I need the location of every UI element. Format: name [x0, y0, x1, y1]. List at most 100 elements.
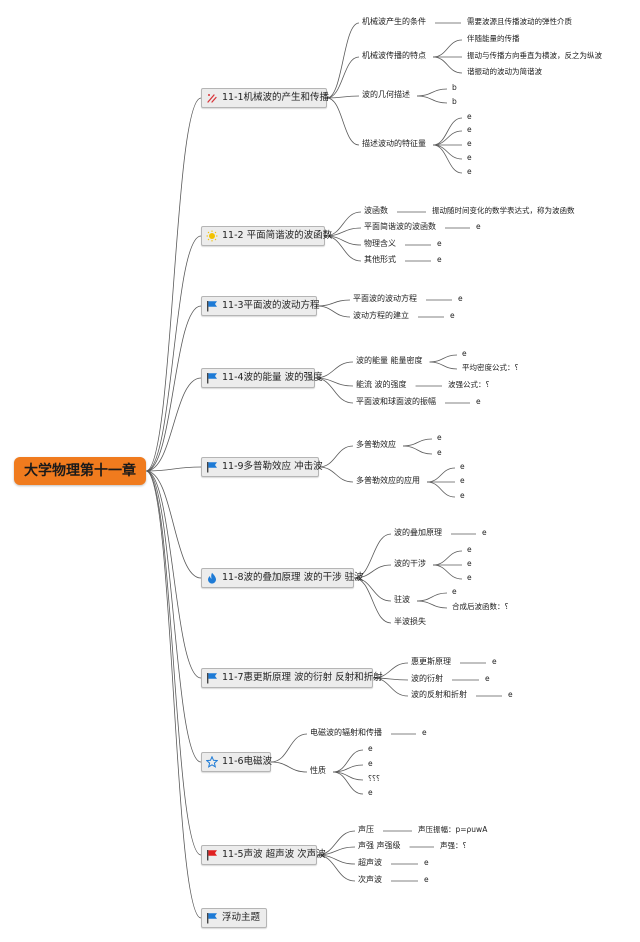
leaf-t5c2-0[interactable]: e	[460, 462, 465, 471]
leaf-t5c2-1[interactable]: e	[460, 476, 465, 485]
subtopic-t7c3[interactable]: 波的反射和折射	[411, 690, 467, 699]
leaf-t9c3-0[interactable]: e	[424, 858, 429, 867]
subtopic-t1c1[interactable]: 机械波产生的条件	[362, 17, 426, 26]
topic-t6[interactable]: 11-8波的叠加原理 波的干涉 驻波	[201, 568, 364, 588]
topic-label: 11-3平面波的波动方程	[222, 300, 320, 311]
topic-label: 11-2 平面简谐波的波函数	[222, 230, 333, 241]
star-icon	[205, 755, 219, 768]
leaf-t7c1-0[interactable]: e	[492, 657, 497, 666]
leaf-t6c3-1[interactable]: 合成后波函数：⸮	[452, 602, 509, 611]
leaf-t2c3-0[interactable]: e	[437, 239, 442, 248]
topic-label: 11-4波的能量 波的强度	[222, 372, 323, 383]
topic-t7[interactable]: 11-7惠更斯原理 波的衍射 反射和折射	[201, 668, 383, 688]
leaf-t1c2-0[interactable]: 伴随能量的传播	[467, 34, 520, 43]
subtopic-t7c2[interactable]: 波的衍射	[411, 674, 443, 683]
flag-icon	[206, 461, 218, 473]
leaf-t8c2-3[interactable]: e	[368, 788, 373, 797]
sun-icon	[206, 230, 218, 242]
leaf-t6c3-0[interactable]: e	[452, 587, 457, 596]
subtopic-t2c3[interactable]: 物理含义	[364, 239, 396, 248]
subtopic-t9c2[interactable]: 声强 声强级	[358, 841, 401, 850]
subtopic-t9c1[interactable]: 声压	[358, 825, 374, 834]
leaf-t5c2-2[interactable]: e	[460, 491, 465, 500]
topic-t2[interactable]: 11-2 平面简谐波的波函数	[201, 226, 332, 246]
topic-t9[interactable]: 11-5声波 超声波 次声波	[201, 845, 326, 865]
leaf-t4c3-0[interactable]: e	[476, 397, 481, 406]
leaf-t6c2-2[interactable]: e	[467, 573, 472, 582]
leaf-t8c2-0[interactable]: e	[368, 744, 373, 753]
leaf-t7c3-0[interactable]: e	[508, 690, 513, 699]
leaf-t1c4-0[interactable]: e	[467, 112, 472, 121]
leaf-t4c1-0[interactable]: e	[462, 349, 467, 358]
leaf-t1c4-2[interactable]: e	[467, 139, 472, 148]
leaf-t7c2-0[interactable]: e	[485, 674, 490, 683]
subtopic-t1c4[interactable]: 描述波动的特征量	[362, 139, 426, 148]
leaf-t1c4-1[interactable]: e	[467, 125, 472, 134]
topic-t4[interactable]: 11-4波的能量 波的强度	[201, 368, 323, 388]
flag-icon	[206, 372, 218, 384]
leaf-t1c3-1[interactable]: b	[452, 97, 457, 106]
topic-label: 11-9多普勒效应 冲击波	[222, 461, 323, 472]
subtopic-t9c4[interactable]: 次声波	[358, 875, 382, 884]
topic-label: 11-5声波 超声波 次声波	[222, 849, 326, 860]
leaf-t4c2-0[interactable]: 波强公式：⸮	[448, 380, 490, 389]
subtopic-t3c2[interactable]: 波动方程的建立	[353, 311, 409, 320]
leaf-t1c2-1[interactable]: 振动与传播方向垂直为横波，反之为纵波	[467, 51, 602, 60]
leaf-t1c4-4[interactable]: e	[467, 167, 472, 176]
topic-label: 11-1机械波的产生和传播	[222, 92, 330, 103]
subtopic-t2c4[interactable]: 其他形式	[364, 255, 396, 264]
subtopic-t4c1[interactable]: 波的能量 能量密度	[356, 356, 423, 365]
leaf-t1c1-0[interactable]: 需要波源且传播波动的弹性介质	[467, 17, 572, 26]
leaf-t6c2-1[interactable]: e	[467, 559, 472, 568]
leaf-t3c2-0[interactable]: e	[450, 311, 455, 320]
leaf-t9c4-0[interactable]: e	[424, 875, 429, 884]
subtopic-t9c3[interactable]: 超声波	[358, 858, 382, 867]
leaf-t5c1-0[interactable]: e	[437, 433, 442, 442]
topic-t10[interactable]: 浮动主题	[201, 908, 267, 928]
leaf-t1c2-2[interactable]: 谐振动的波动为简谐波	[467, 67, 542, 76]
pencil-icon	[206, 92, 218, 104]
leaf-t2c1-0[interactable]: 振动随时间变化的数学表达式，称为波函数	[432, 206, 575, 215]
subtopic-t4c2[interactable]: 能流 波的强度	[356, 380, 407, 389]
subtopic-t2c2[interactable]: 平面简谐波的波函数	[364, 222, 436, 231]
subtopic-t8c2[interactable]: 性质	[310, 766, 326, 775]
leaf-t4c1-1[interactable]: 平均密度公式：⸮	[462, 363, 519, 372]
subtopic-t1c3[interactable]: 波的几何描述	[362, 90, 410, 99]
red-flag-icon	[206, 849, 218, 861]
topic-t5[interactable]: 11-9多普勒效应 冲击波	[201, 457, 323, 477]
subtopic-t6c1[interactable]: 波的叠加原理	[394, 528, 442, 537]
leaf-t8c1-0[interactable]: e	[422, 728, 427, 737]
leaf-t2c2-0[interactable]: e	[476, 222, 481, 231]
leaf-t9c1-0[interactable]: 声压振幅：p=ρuwA	[418, 825, 488, 834]
subtopic-t4c3[interactable]: 平面波和球面波的振幅	[356, 397, 436, 406]
subtopic-t2c1[interactable]: 波函数	[364, 206, 388, 215]
leaf-t2c4-0[interactable]: e	[437, 255, 442, 264]
subtopic-t6c4[interactable]: 半波损失	[394, 617, 426, 626]
leaf-t8c2-2[interactable]: ⸮⸮⸮	[368, 774, 380, 783]
subtopic-t5c1[interactable]: 多普勒效应	[356, 440, 396, 449]
leaf-t9c2-0[interactable]: 声强：⸮	[440, 841, 467, 850]
leaf-t1c3-0[interactable]: b	[452, 83, 457, 92]
topic-label: 11-7惠更斯原理 波的衍射 反射和折射	[222, 672, 383, 683]
subtopic-t3c1[interactable]: 平面波的波动方程	[353, 294, 417, 303]
subtopic-t8c1[interactable]: 电磁波的辐射和传播	[310, 728, 382, 737]
subtopic-t6c3[interactable]: 驻波	[394, 595, 410, 604]
leaf-t6c2-0[interactable]: e	[467, 545, 472, 554]
subtopic-t6c2[interactable]: 波的干涉	[394, 559, 426, 568]
topic-t8[interactable]: 11-6电磁波	[201, 752, 273, 772]
root-topic[interactable]: 大学物理第十一章	[14, 457, 146, 485]
subtopic-t1c2[interactable]: 机械波传播的特点	[362, 51, 426, 60]
topic-label: 11-6电磁波	[222, 756, 273, 767]
leaf-t1c4-3[interactable]: e	[467, 153, 472, 162]
flag-icon	[206, 300, 218, 312]
topic-t1[interactable]: 11-1机械波的产生和传播	[201, 88, 330, 108]
leaf-t6c1-0[interactable]: e	[482, 528, 487, 537]
subtopic-t5c2[interactable]: 多普勒效应的应用	[356, 476, 420, 485]
topic-t3[interactable]: 11-3平面波的波动方程	[201, 296, 320, 316]
leaf-t3c1-0[interactable]: e	[458, 294, 463, 303]
leaf-t5c1-1[interactable]: e	[437, 448, 442, 457]
subtopic-t7c1[interactable]: 惠更斯原理	[411, 657, 451, 666]
leaf-t8c2-1[interactable]: e	[368, 759, 373, 768]
topic-label: 11-8波的叠加原理 波的干涉 驻波	[222, 572, 364, 583]
